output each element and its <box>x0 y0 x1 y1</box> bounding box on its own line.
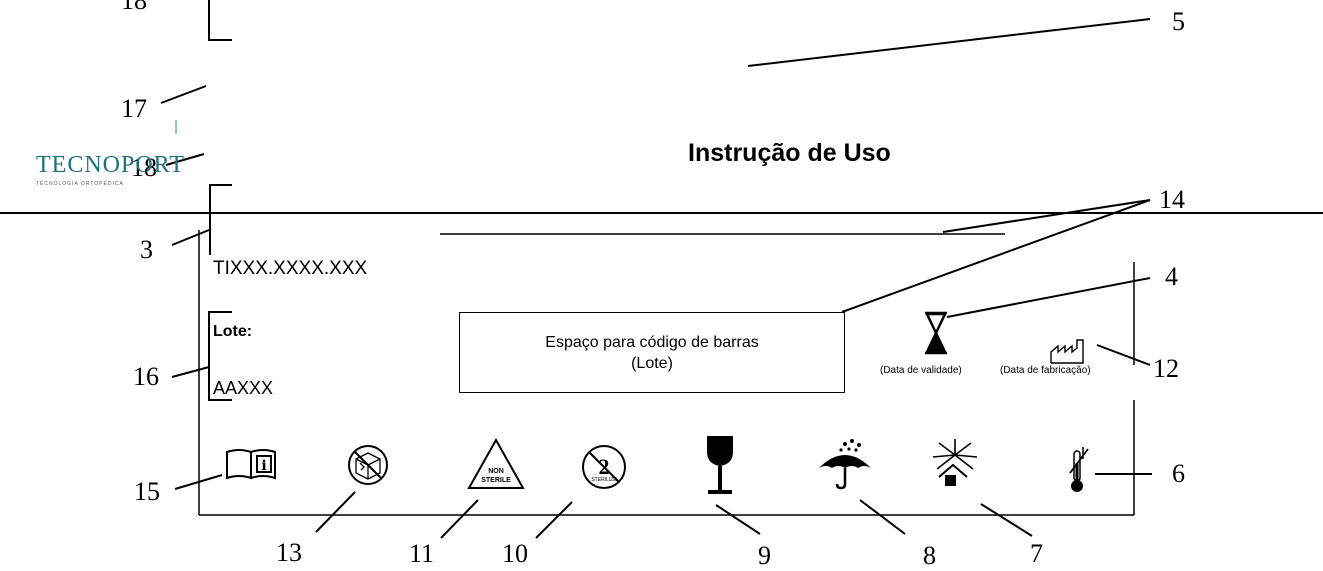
product-code: TIXXX.XXXX.XXX <box>213 258 368 279</box>
keep-away-from-sunlight-icon <box>932 439 978 486</box>
leader-7 <box>980 503 1033 537</box>
leader-18 <box>165 153 205 166</box>
leader-8 <box>859 499 906 535</box>
lot-label: Lote: <box>213 323 253 340</box>
non-sterile-text-1: NON <box>488 468 504 475</box>
company-logo-subtext: TECNOLOGIA ORTOPÉDICA <box>36 181 124 187</box>
leader-10 <box>535 501 573 539</box>
manufacture-caption: (Data de fabricação) <box>1000 365 1091 376</box>
page-title: Instrução de Uso <box>688 139 891 167</box>
leader-14a <box>942 199 1151 233</box>
fragile-icon <box>707 436 733 494</box>
leader-9 <box>715 504 761 535</box>
callout-16: 16 <box>133 362 159 391</box>
resterilize-text: STERILIZE <box>591 477 617 483</box>
consult-instructions-icon: i <box>226 449 276 480</box>
factory-icon <box>1050 339 1084 364</box>
bracket-18-top <box>208 0 232 41</box>
callout-6: 6 <box>1172 459 1185 488</box>
bracket-16 <box>208 311 232 401</box>
barcode-text-line1: Espaço para código de barras <box>545 333 759 351</box>
callout-7: 7 <box>1030 539 1043 568</box>
bracket-3 <box>209 184 232 255</box>
callout-14: 14 <box>1159 185 1185 214</box>
callout-18: 18 <box>131 153 157 182</box>
barcode-placeholder: Espaço para código de barras (Lote) <box>459 312 845 393</box>
lot-value: AAXXX <box>213 378 274 398</box>
company-logo: TECNOPORT <box>36 152 185 178</box>
callout-5: 5 <box>1172 7 1185 36</box>
leader-15 <box>174 474 223 490</box>
non-sterile-text-2: STERILE <box>481 477 511 484</box>
barcode-text-line2: (Lote) <box>631 354 673 372</box>
leader-5 <box>747 18 1151 67</box>
callout-18-top: 18 <box>121 0 147 15</box>
callout-11: 11 <box>409 539 435 568</box>
callout-10: 10 <box>502 539 528 568</box>
do-not-resterilize-icon: 2 STERILIZE <box>582 445 626 489</box>
callout-15: 15 <box>134 477 160 506</box>
leader-4 <box>946 277 1151 318</box>
keep-dry-icon <box>819 439 871 490</box>
callout-13: 13 <box>276 538 302 567</box>
leader-11 <box>440 499 479 539</box>
callout-3: 3 <box>140 235 153 264</box>
leader-16 <box>171 366 210 378</box>
hourglass-icon <box>925 311 947 355</box>
svg-text:i: i <box>261 458 266 474</box>
leader-13 <box>315 491 356 533</box>
leader-14b <box>841 199 1151 313</box>
callout-12: 12 <box>1153 354 1179 383</box>
callout-17: 17 <box>121 94 147 123</box>
expiry-caption: (Data de validade) <box>880 365 962 376</box>
leader-12 <box>1096 344 1151 366</box>
callout-4: 4 <box>1165 262 1178 291</box>
do-not-use-if-damaged-icon <box>348 445 388 485</box>
leader-3 <box>171 229 210 246</box>
temperature-limit-icon <box>1069 447 1089 492</box>
non-sterile-icon: NON STERILE <box>467 437 525 489</box>
callout-8: 8 <box>923 541 936 570</box>
leader-17 <box>160 85 207 104</box>
callout-9: 9 <box>758 541 771 570</box>
